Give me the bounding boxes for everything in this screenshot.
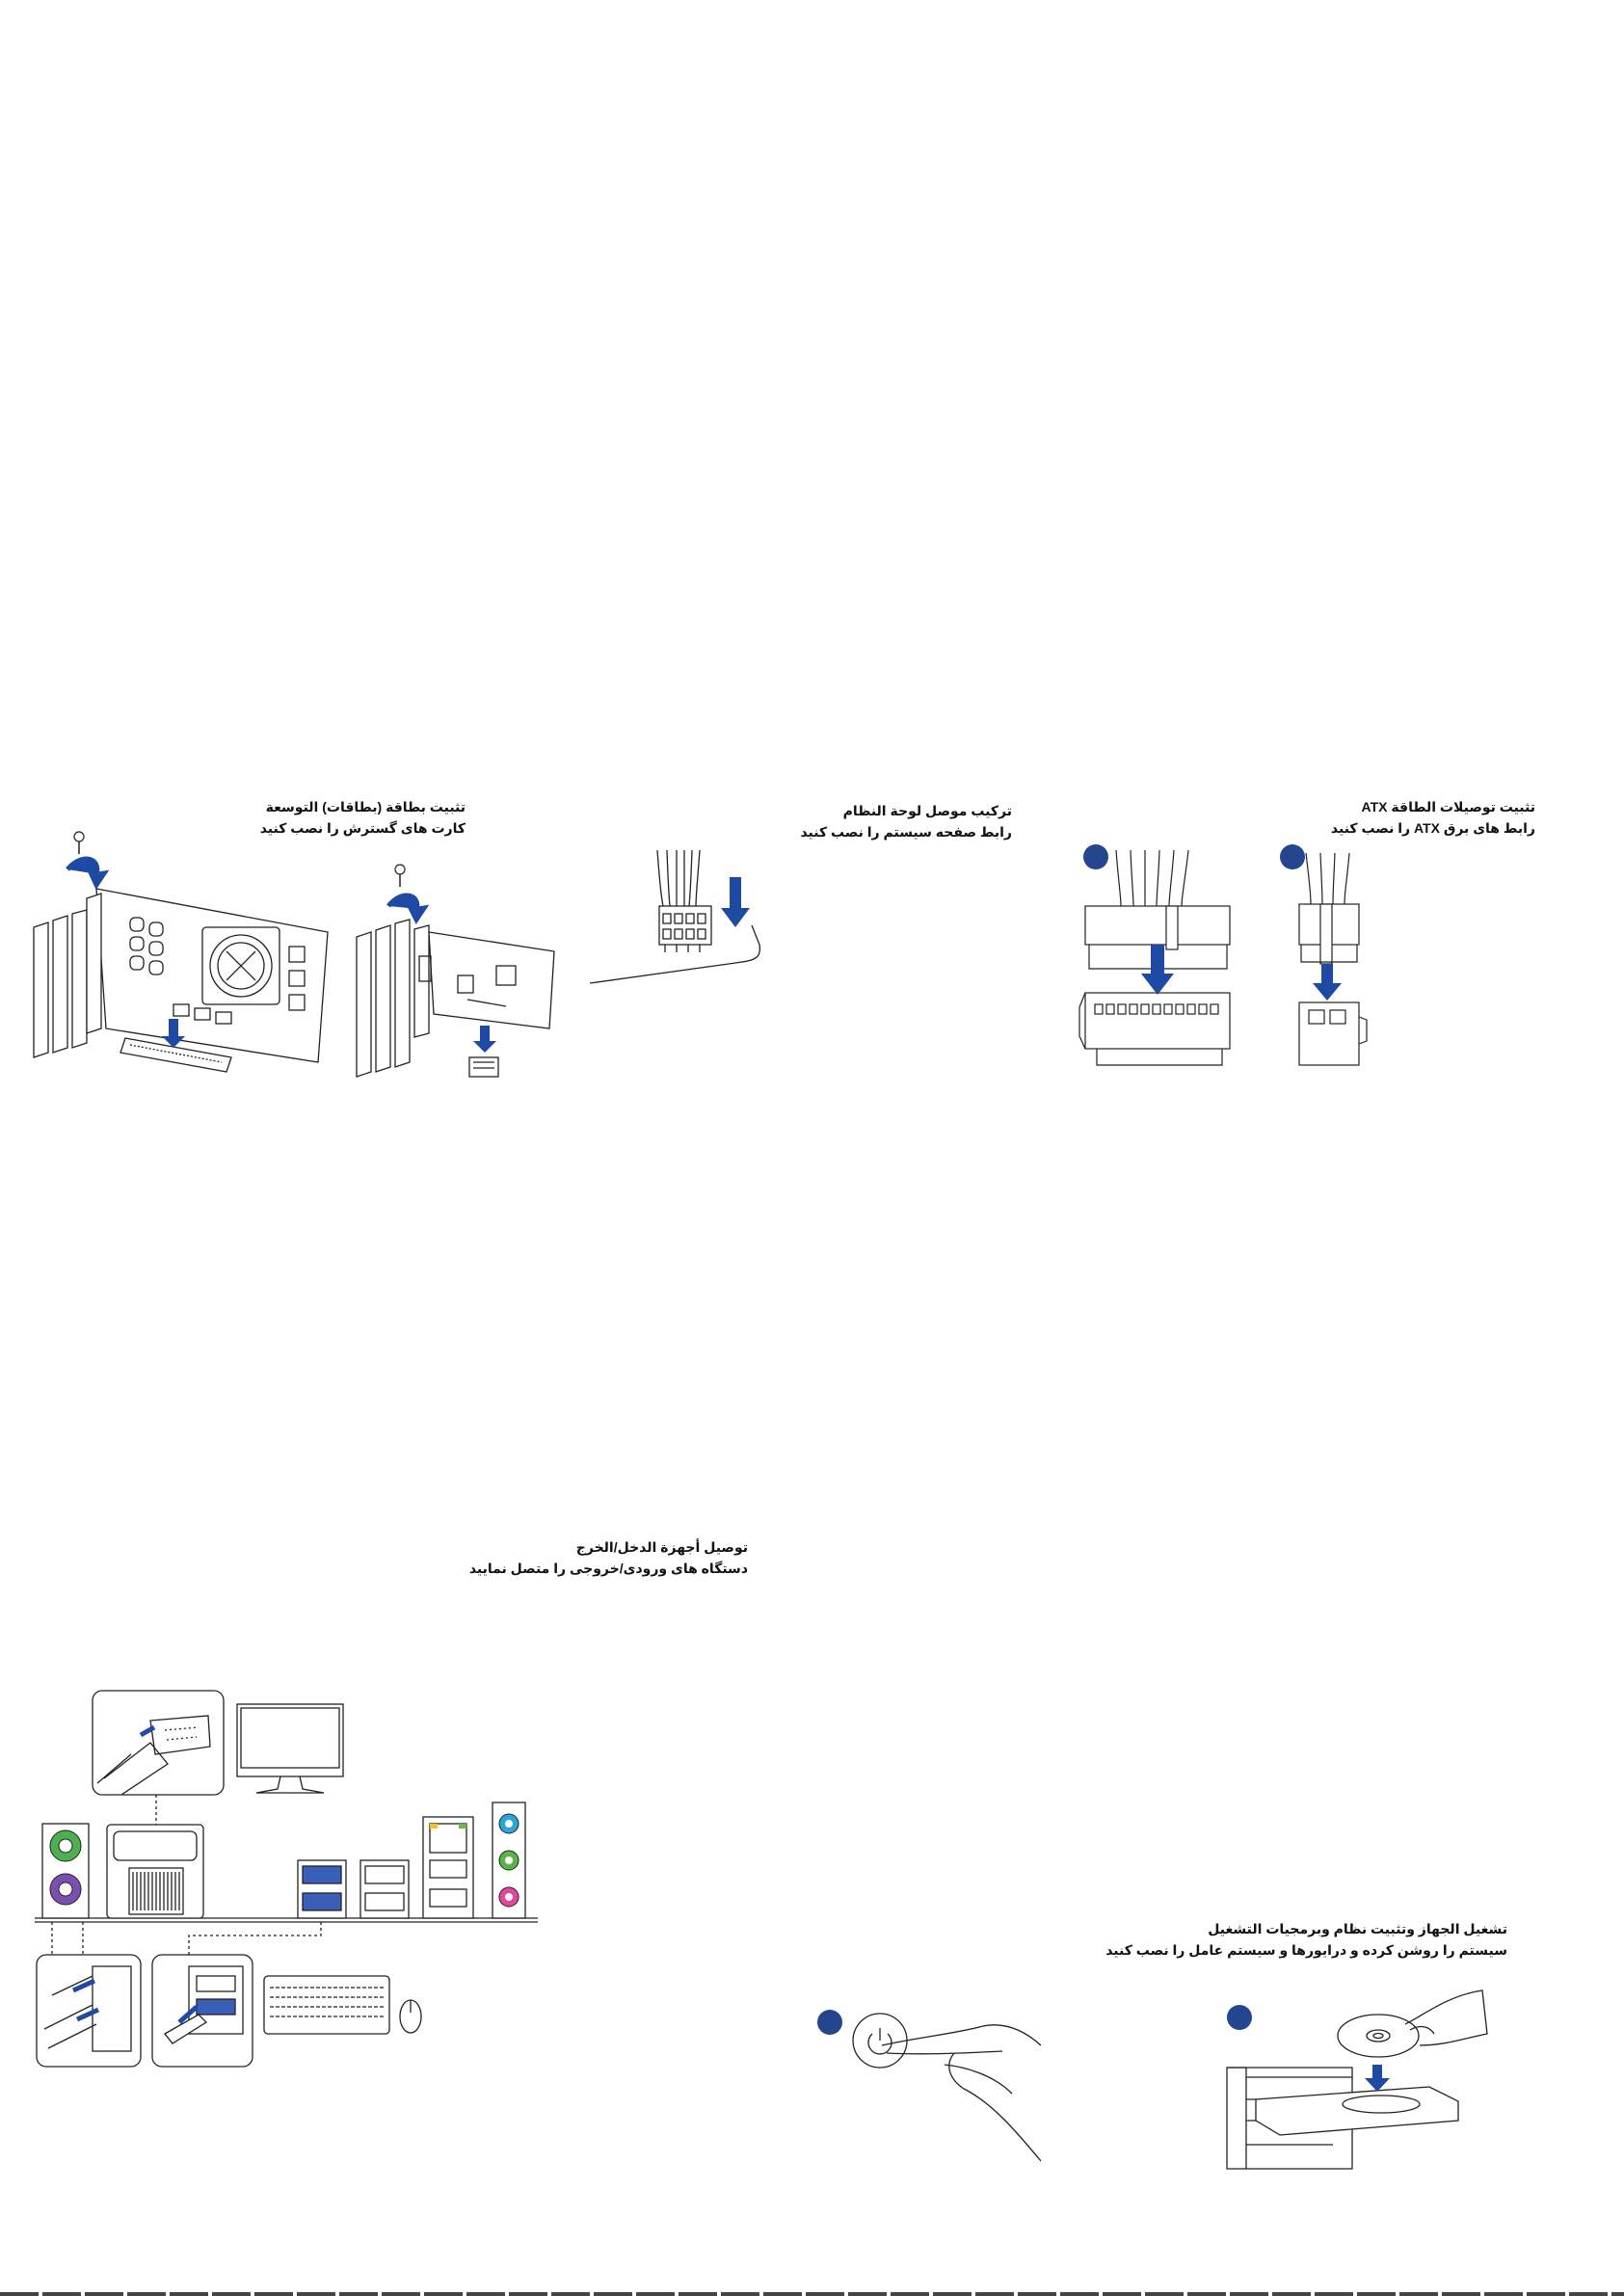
io-devices-heading: توصيل أجهزة الدخل/الخرج دستگاه های ورودی… xyxy=(469,1536,748,1579)
page-bottom-rule xyxy=(0,2292,1624,2296)
step-badge-2-disc xyxy=(1227,2005,1252,2030)
power-on-title: تشغيل الجهاز وتثبيت نظام وبرمجيات التشغي… xyxy=(1208,1921,1507,1936)
arrow-vga-icon xyxy=(139,1724,156,1738)
monitor-icon xyxy=(236,1703,344,1794)
step-badge-2 xyxy=(1280,844,1305,869)
system-panel-subtitle: رابط صفحه سیستم را نصب کنید xyxy=(800,824,1012,840)
expansion-card-heading: تثبيت بطاقة (بطاقات) التوسعة کارت های گس… xyxy=(260,796,466,839)
rotate-arrow-icon xyxy=(66,856,110,891)
down-arrow-icon xyxy=(1365,2065,1390,2092)
expansion-card-figure-small xyxy=(352,860,564,1091)
power-on-subtitle: سیستم را روشن کرده و درایورها و سیستم عا… xyxy=(1105,1942,1507,1958)
expansion-card-figure-large xyxy=(29,831,337,1101)
down-arrow-icon xyxy=(1141,945,1174,995)
atx-power-heading: تثبيت توصيلات الطاقة ATX رابط های برق AT… xyxy=(1331,796,1535,839)
expansion-card-title: تثبيت بطاقة (بطاقات) التوسعة xyxy=(265,799,466,814)
screw-icon xyxy=(73,831,85,854)
step-badge-1 xyxy=(1083,844,1108,869)
io-devices-title: توصيل أجهزة الدخل/الخرج xyxy=(575,1539,748,1555)
down-arrow-icon xyxy=(162,1019,185,1048)
down-arrow-icon xyxy=(473,1026,496,1053)
optical-disc-icon xyxy=(1337,2014,1420,2058)
screw-icon xyxy=(394,864,406,887)
step-badge-1-power xyxy=(817,2010,842,2035)
down-arrow-icon xyxy=(1313,964,1342,1001)
system-panel-title: تركيب موصل لوحة النظام xyxy=(842,803,1012,818)
keyboard-icon xyxy=(263,1975,390,2035)
arrow-ps2-icon xyxy=(71,1978,100,2022)
power-button-figure xyxy=(848,2007,1051,2171)
power-on-heading: تشغيل الجهاز وتثبيت نظام وبرمجيات التشغي… xyxy=(1105,1918,1507,1961)
system-panel-heading: تركيب موصل لوحة النظام رابط صفحه سیستم ر… xyxy=(800,800,1012,842)
down-arrow-icon xyxy=(721,877,750,927)
atx-power-subtitle: رابط های برق ATX را نصب کنید xyxy=(1330,820,1535,836)
atx-power-title: تثبيت توصيلات الطاقة ATX xyxy=(1361,799,1535,814)
io-devices-figure xyxy=(35,1687,546,2068)
io-devices-subtitle: دستگاه های ورودی/خروجی را متصل نمایید xyxy=(468,1561,748,1576)
expansion-card-subtitle: کارت های گسترش را نصب کنید xyxy=(259,820,466,836)
system-panel-figure xyxy=(588,848,771,993)
atx-24pin-figure xyxy=(1078,848,1232,1080)
arrow-usb-icon xyxy=(177,2005,199,2024)
power-button-icon xyxy=(867,2028,892,2055)
optical-drive-figure xyxy=(1222,1986,1502,2178)
atx-8pin-figure xyxy=(1291,848,1369,1080)
rotate-arrow-icon xyxy=(386,893,430,924)
mouse-icon xyxy=(399,1999,422,2034)
